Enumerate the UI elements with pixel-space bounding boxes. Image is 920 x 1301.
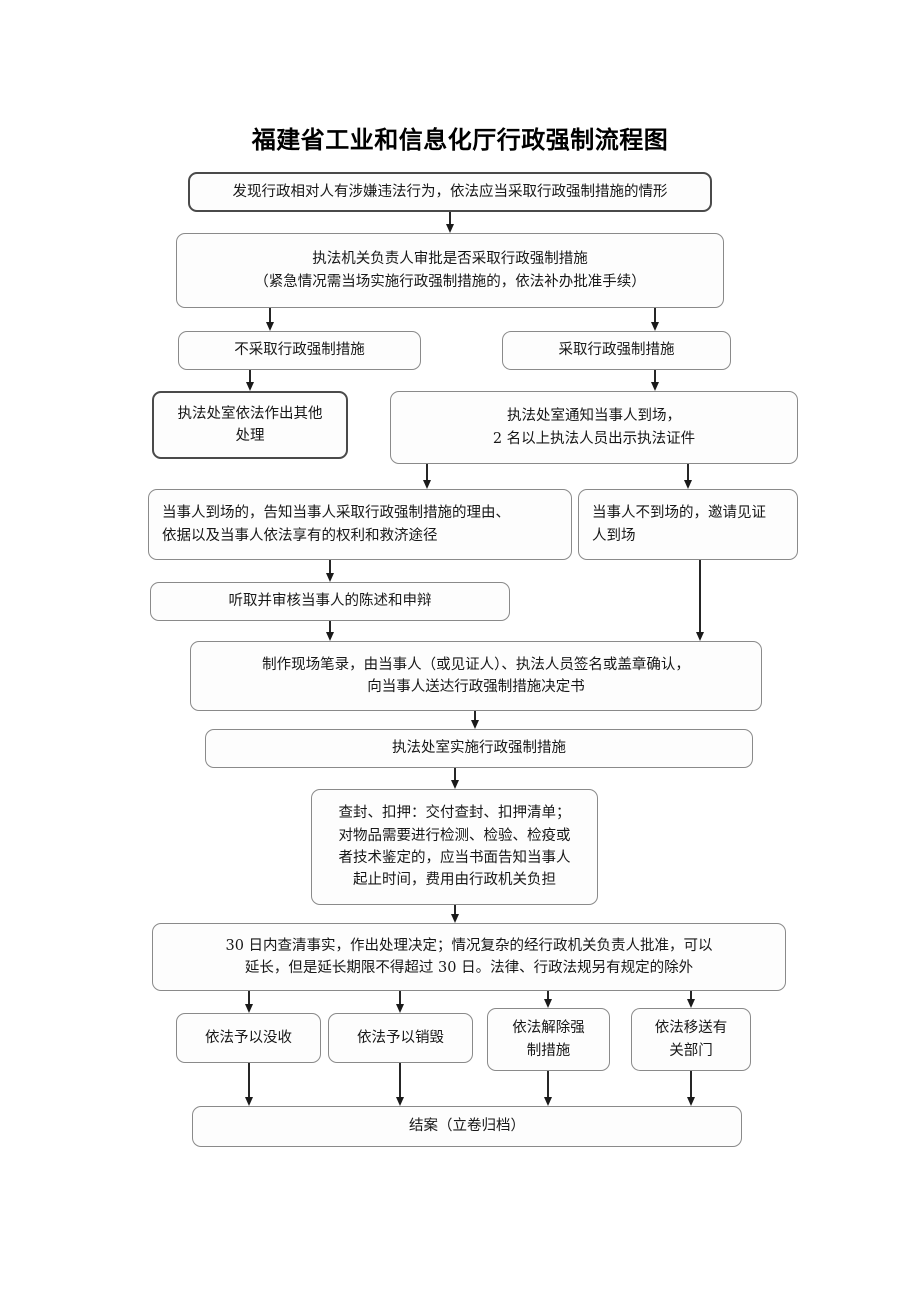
connector-n14-to-n18 xyxy=(245,1063,253,1106)
connector-n10-to-n11 xyxy=(471,711,479,729)
connector-n6-to-n8 xyxy=(684,464,692,489)
arrowhead xyxy=(266,322,274,331)
flow-node-n12: 查封、扣押：交付查封、扣押清单； 对物品需要进行检测、检验、检疫或 者技术鉴定的… xyxy=(311,789,598,905)
flow-node-label: 30 日内查清事实，作出处理决定；情况复杂的经行政机关负责人批准，可以 延长，但… xyxy=(225,937,713,976)
arrowhead xyxy=(696,632,704,641)
flow-node-n13: 30 日内查清事实，作出处理决定；情况复杂的经行政机关负责人批准，可以 延长，但… xyxy=(152,923,786,991)
flow-node-n15: 依法予以销毁 xyxy=(328,1013,473,1063)
connector-n9-to-n10 xyxy=(326,621,334,641)
connector-n3-to-n5 xyxy=(246,370,254,391)
flow-node-label: 依法予以销毁 xyxy=(357,1029,444,1046)
connector-n13-to-n15 xyxy=(396,991,404,1013)
flow-node-n10: 制作现场笔录，由当事人（或见证人）、执法人员签名或盖章确认， 向当事人送达行政强… xyxy=(190,641,762,711)
connector-n12-to-n13 xyxy=(451,905,459,923)
flow-node-label: 结案（立卷归档） xyxy=(409,1118,525,1135)
connector-n2-to-n4 xyxy=(651,308,659,331)
connector-n1-to-n2 xyxy=(446,212,454,233)
arrowhead xyxy=(396,1097,404,1106)
flow-node-n7: 当事人到场的，告知当事人采取行政强制措施的理由、 依据以及当事人依法享有的权利和… xyxy=(148,489,572,560)
connector-n7-to-n9 xyxy=(326,560,334,582)
flow-node-label: 发现行政相对人有涉嫌违法行为，依法应当采取行政强制措施的情形 xyxy=(232,183,668,200)
connector-n16-to-n18 xyxy=(544,1071,552,1106)
flow-node-label: 当事人不到场的，邀请见证 人到场 xyxy=(592,505,766,544)
flow-node-label: 执法处室实施行政强制措施 xyxy=(392,740,566,757)
flow-node-n5: 执法处室依法作出其他 处理 xyxy=(152,391,348,459)
arrowhead xyxy=(651,322,659,331)
connector-n11-to-n12 xyxy=(451,768,459,789)
arrowhead xyxy=(451,780,459,789)
flow-node-n2: 执法机关负责人审批是否采取行政强制措施 （紧急情况需当场实施行政强制措施的，依法… xyxy=(176,233,724,308)
flow-node-label: 采取行政强制措施 xyxy=(558,342,675,359)
flow-node-n14: 依法予以没收 xyxy=(176,1013,321,1063)
flow-node-label: 当事人到场的，告知当事人采取行政强制措施的理由、 依据以及当事人依法享有的权利和… xyxy=(162,505,510,544)
connector-n2-to-n3 xyxy=(266,308,274,331)
arrowhead xyxy=(246,382,254,391)
connector-n15-to-n18 xyxy=(396,1063,404,1106)
arrowhead xyxy=(471,720,479,729)
flow-node-label: 依法予以没收 xyxy=(205,1029,292,1046)
connector-n13-to-n14 xyxy=(245,991,253,1013)
flow-node-n18: 结案（立卷归档） xyxy=(192,1106,742,1147)
flow-node-label: 听取并审核当事人的陈述和申辩 xyxy=(228,593,432,610)
flow-node-n9: 听取并审核当事人的陈述和申辩 xyxy=(150,582,510,621)
flow-node-n8: 当事人不到场的，邀请见证 人到场 xyxy=(578,489,798,560)
flow-node-label: 制作现场笔录，由当事人（或见证人）、执法人员签名或盖章确认， 向当事人送达行政强… xyxy=(262,656,690,695)
arrowhead xyxy=(684,480,692,489)
arrowhead xyxy=(446,224,454,233)
flow-node-label: 执法处室依法作出其他 处理 xyxy=(177,405,323,444)
arrowhead xyxy=(245,1004,253,1013)
arrowhead xyxy=(544,999,552,1008)
arrowhead xyxy=(651,382,659,391)
page-title: 福建省工业和信息化厅行政强制流程图 xyxy=(251,126,669,154)
connector-n13-to-n17 xyxy=(687,991,695,1008)
flow-node-label: 依法解除强 制措施 xyxy=(512,1020,585,1059)
flow-node-n17: 依法移送有 关部门 xyxy=(631,1008,751,1071)
arrowhead xyxy=(396,1004,404,1013)
flow-node-n3: 不采取行政强制措施 xyxy=(178,331,421,370)
connector-n4-to-n6 xyxy=(651,370,659,391)
flow-node-label: 执法处室通知当事人到场， 2 名以上执法人员出示执法证件 xyxy=(492,408,696,447)
arrowhead xyxy=(451,914,459,923)
connector-n8-to-n10 xyxy=(696,560,704,641)
flow-node-label: 查封、扣押：交付查封、扣押清单； 对物品需要进行检测、检验、检疫或 者技术鉴定的… xyxy=(338,805,571,889)
connector-n6-to-n7 xyxy=(423,464,431,489)
connector-n17-to-n18 xyxy=(687,1071,695,1106)
arrowhead xyxy=(687,1097,695,1106)
flow-node-label: 执法机关负责人审批是否采取行政强制措施 （紧急情况需当场实施行政强制措施的，依法… xyxy=(254,251,646,290)
arrowhead xyxy=(544,1097,552,1106)
flow-node-n4: 采取行政强制措施 xyxy=(502,331,731,370)
connector-n13-to-n16 xyxy=(544,991,552,1008)
arrowhead xyxy=(687,999,695,1008)
flow-node-n16: 依法解除强 制措施 xyxy=(487,1008,610,1071)
flow-node-n6: 执法处室通知当事人到场， 2 名以上执法人员出示执法证件 xyxy=(390,391,798,464)
arrowhead xyxy=(326,632,334,641)
arrowhead xyxy=(245,1097,253,1106)
arrowhead xyxy=(326,573,334,582)
flow-node-n11: 执法处室实施行政强制措施 xyxy=(205,729,753,768)
flow-node-label: 依法移送有 关部门 xyxy=(654,1020,728,1059)
flow-node-n1: 发现行政相对人有涉嫌违法行为，依法应当采取行政强制措施的情形 xyxy=(188,172,712,212)
arrowhead xyxy=(423,480,431,489)
flow-node-label: 不采取行政强制措施 xyxy=(234,342,365,359)
